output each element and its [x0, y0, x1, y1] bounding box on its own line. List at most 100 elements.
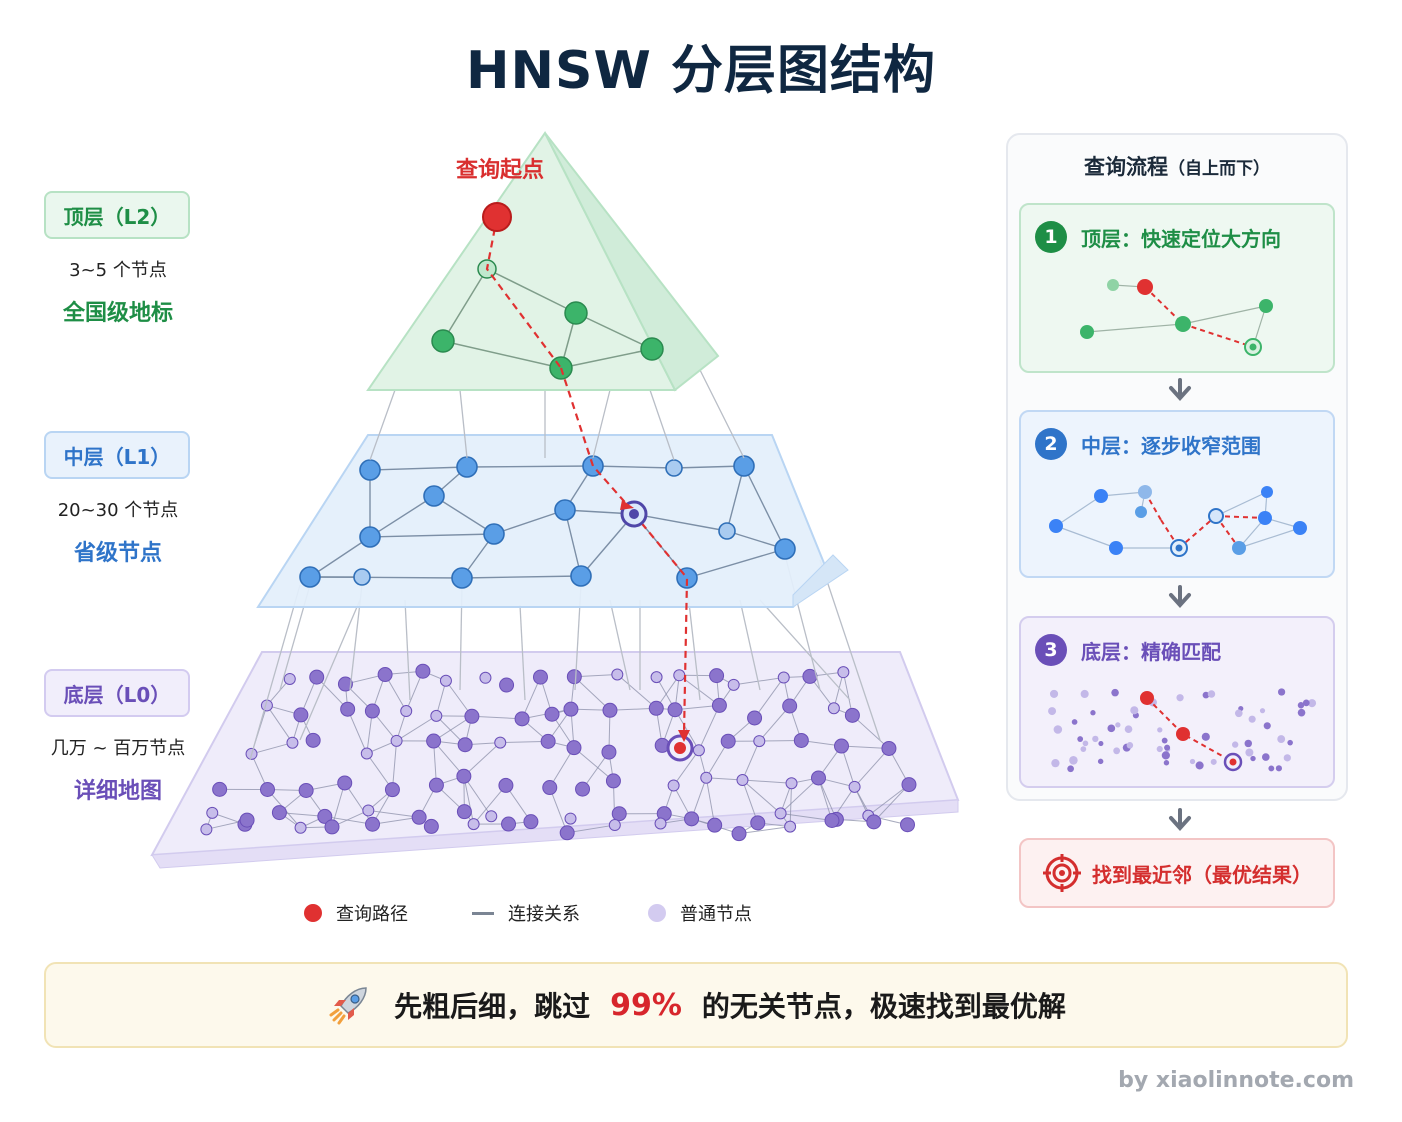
graph-edge: [616, 674, 657, 709]
graph-edge: [582, 751, 610, 790]
graph-node: [1156, 745, 1163, 753]
graph-node: [844, 707, 860, 723]
graph-node: [640, 337, 664, 361]
graph-node: [707, 817, 723, 833]
graph-edge: [500, 740, 549, 744]
graph-edge: [780, 812, 833, 822]
graph-node: [309, 669, 325, 685]
inter-layer-link: [609, 599, 631, 691]
graph-edge: [466, 465, 594, 468]
step-2-number: 2: [1035, 428, 1067, 460]
graph-edge: [433, 495, 495, 535]
graph-node: [601, 744, 617, 760]
inter-layer-link: [759, 599, 851, 701]
graph-node: [608, 819, 621, 832]
graph-edge: [309, 536, 371, 578]
legend-edge: 连接关系: [472, 900, 580, 926]
graph-edge: [369, 533, 495, 538]
graph-node: [337, 676, 353, 692]
graph-node: [1107, 724, 1116, 733]
path-arrowhead: [678, 730, 690, 742]
graph-node: [837, 666, 850, 679]
query-path-segment: [485, 216, 562, 369]
step-2-mini-graph: [1049, 485, 1307, 557]
graph-node: [501, 816, 517, 832]
graph-edge: [726, 465, 745, 532]
graph-node: [673, 669, 686, 682]
graph-node: [340, 701, 356, 717]
layer-l1-plane: [256, 434, 849, 608]
graph-node: [283, 672, 296, 685]
graph-node: [605, 773, 621, 789]
legend-path-swatch: [304, 904, 322, 922]
graph-edge: [705, 777, 716, 826]
hnsw-pyramid-diagram: [150, 131, 960, 869]
graph-node: [700, 771, 713, 784]
graph-node: [1053, 725, 1063, 734]
graph-edge: [868, 784, 910, 817]
query-path-segment: [633, 513, 689, 735]
graph-node: [457, 737, 473, 753]
inter-layer-link: [299, 599, 361, 741]
graph-node: [1283, 754, 1291, 762]
graph-node: [684, 811, 700, 827]
layer-count-l2: 3~5 个节点: [69, 260, 167, 281]
graph-node: [377, 667, 393, 683]
graph-node: [239, 812, 255, 828]
graph-edge: [560, 348, 653, 369]
result-box: 找到最近邻（最优结果）: [1019, 838, 1335, 908]
graph-node: [337, 775, 353, 791]
graph-node: [360, 747, 373, 760]
flow-step-2: 2 中层：逐步收窄范围: [1019, 410, 1335, 578]
graph-node: [1261, 753, 1270, 761]
layer-tag-l2: 顶层（L2）: [44, 191, 190, 239]
flow-title: 查询流程（自上而下）: [1008, 151, 1346, 181]
graph-edge: [742, 740, 760, 781]
graph-node: [456, 456, 478, 478]
graph-edge: [521, 676, 541, 720]
layer-l2-plane: [366, 131, 720, 392]
graph-node: [431, 329, 455, 353]
graph-node: [423, 485, 445, 507]
graph-node: [554, 499, 576, 521]
graph-edge: [673, 465, 745, 469]
graph-node: [1080, 689, 1089, 699]
banner-highlight: 99%: [610, 987, 682, 1023]
graph-node: [782, 698, 798, 714]
graph-edge: [573, 676, 611, 711]
graph-node: [784, 820, 797, 833]
graph-node: [866, 814, 882, 830]
graph-node: [1048, 707, 1057, 716]
graph-node: [602, 702, 618, 718]
graph-edge: [780, 777, 819, 814]
graph-node: [1232, 741, 1239, 748]
graph-node: [451, 567, 473, 589]
graph-node: [1140, 691, 1154, 705]
graph-node: [499, 677, 515, 693]
graph-edge: [486, 268, 577, 314]
graph-edge: [580, 513, 635, 577]
step-3-text: 底层：精确匹配: [1081, 639, 1221, 664]
graph-node: [1092, 735, 1099, 743]
graph-edge: [369, 495, 435, 538]
arrow-down-icon: [1169, 808, 1191, 831]
graph-node: [1124, 725, 1133, 733]
legend-node: 普通节点: [648, 900, 752, 926]
graph-edge: [442, 268, 488, 342]
graph-edge: [564, 509, 582, 577]
graph-node: [692, 744, 705, 757]
query-start-node: [482, 202, 512, 232]
graph-node: [1163, 760, 1170, 766]
graph-node: [485, 810, 498, 823]
step-1-number: 1: [1035, 221, 1067, 253]
graph-node: [774, 538, 796, 560]
graph-edge: [344, 782, 373, 825]
graph-edge: [461, 575, 582, 579]
graph-node: [833, 738, 849, 754]
graph-edge: [573, 747, 614, 782]
graph-node: [654, 817, 667, 830]
graph-node: [1195, 761, 1204, 770]
graph-node: [1157, 727, 1163, 733]
layer-desc-l0: 详细地图: [73, 779, 162, 804]
legend-node-swatch: [648, 904, 666, 922]
